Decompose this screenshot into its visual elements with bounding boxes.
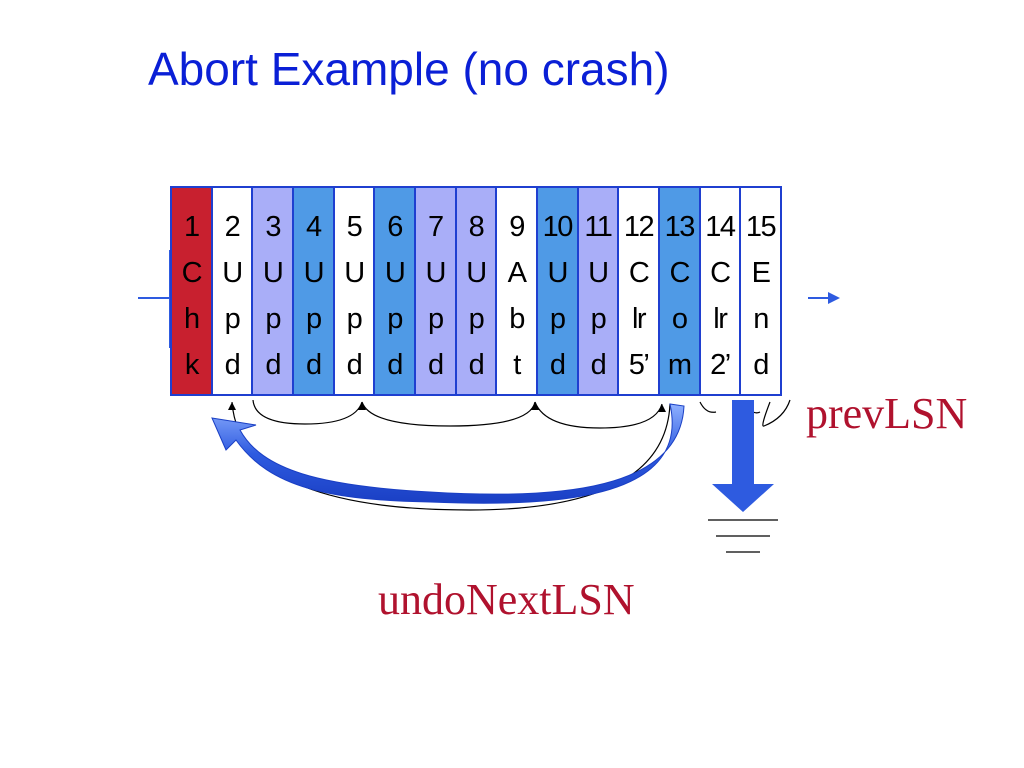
log-record-line: 14 bbox=[705, 211, 736, 243]
log-record-line: p bbox=[427, 303, 444, 335]
timeline-arrowhead bbox=[828, 292, 840, 304]
log-record-line: p bbox=[468, 303, 485, 335]
log-record-line: d bbox=[346, 349, 363, 381]
log-record-line: U bbox=[222, 257, 243, 289]
log-record-line: p bbox=[346, 303, 363, 335]
log-record-line: U bbox=[303, 257, 325, 289]
log-record-line: U bbox=[384, 257, 406, 289]
log-record-line: 8 bbox=[468, 211, 485, 243]
prevlsn-arcs bbox=[231, 399, 791, 511]
prevlsn-label: prevLSN bbox=[806, 389, 968, 438]
log-record-line: d bbox=[753, 349, 769, 381]
log-record-line: lr bbox=[631, 303, 647, 335]
log-record-line: 13 bbox=[664, 211, 696, 243]
log-record-line: p bbox=[387, 303, 403, 335]
undonextlsn-arrow bbox=[211, 403, 685, 504]
log-record-line: 2 bbox=[224, 211, 241, 243]
end-down-arrow bbox=[712, 400, 774, 512]
slide-title: Abort Example (no crash) bbox=[148, 43, 670, 95]
log-record-line: C bbox=[710, 257, 731, 289]
log-record-line: p bbox=[305, 303, 322, 335]
log-record-line: d bbox=[468, 349, 485, 381]
log-record-line: C bbox=[669, 257, 690, 289]
log-record-line: C bbox=[628, 257, 650, 289]
log-record-line: 4 bbox=[305, 211, 322, 243]
ground-symbol bbox=[708, 519, 778, 553]
log-record-line: m bbox=[667, 349, 692, 381]
log-record-line: 11 bbox=[584, 211, 613, 243]
log-record-line: o bbox=[671, 303, 688, 335]
log-record-line: U bbox=[344, 257, 365, 289]
log-record-line: d bbox=[387, 349, 403, 381]
log-record-line: 5 bbox=[346, 211, 363, 243]
log-record-line: d bbox=[590, 349, 607, 381]
undonextlsn-label: undoNextLSN bbox=[378, 575, 635, 624]
log-record-line: 3 bbox=[265, 211, 281, 243]
log-record-line: 2’ bbox=[710, 349, 731, 381]
log-record-line: A bbox=[507, 257, 527, 289]
log-record-line: k bbox=[184, 349, 200, 381]
log-record-line: 9 bbox=[509, 211, 525, 243]
log-record-line: t bbox=[513, 349, 521, 381]
log-record-line: U bbox=[425, 257, 447, 289]
log-record-line: p bbox=[224, 303, 241, 335]
log-record-line: d bbox=[265, 349, 281, 381]
log-record-line: p bbox=[590, 303, 607, 335]
log-record-line: 7 bbox=[427, 211, 444, 243]
log-record-line: b bbox=[509, 303, 525, 335]
log-record-line: lr bbox=[713, 303, 728, 335]
log-record-line: 6 bbox=[387, 211, 403, 243]
log-record-line: d bbox=[427, 349, 444, 381]
log-record-line: 15 bbox=[745, 211, 777, 243]
log-record-line: 1 bbox=[184, 211, 200, 243]
log-record-line: U bbox=[588, 257, 609, 289]
log-record-line: p bbox=[549, 303, 566, 335]
log-record-line: d bbox=[224, 349, 241, 381]
log-record-line: C bbox=[181, 257, 203, 289]
prevlsn-arrowheads bbox=[228, 402, 666, 412]
log-record-line: p bbox=[265, 303, 281, 335]
log-record-line: h bbox=[184, 303, 200, 335]
log-record-line: n bbox=[753, 303, 769, 335]
log-record-line: E bbox=[751, 257, 771, 289]
log-record-line: U bbox=[466, 257, 487, 289]
log-record-line: 10 bbox=[542, 211, 574, 243]
log-record-line: U bbox=[262, 257, 284, 289]
log-record-line: 12 bbox=[623, 211, 655, 243]
log-record-line: 5’ bbox=[628, 349, 650, 381]
log-record-line: d bbox=[305, 349, 322, 381]
log-record-line: d bbox=[549, 349, 566, 381]
log-record-line: U bbox=[547, 257, 569, 289]
